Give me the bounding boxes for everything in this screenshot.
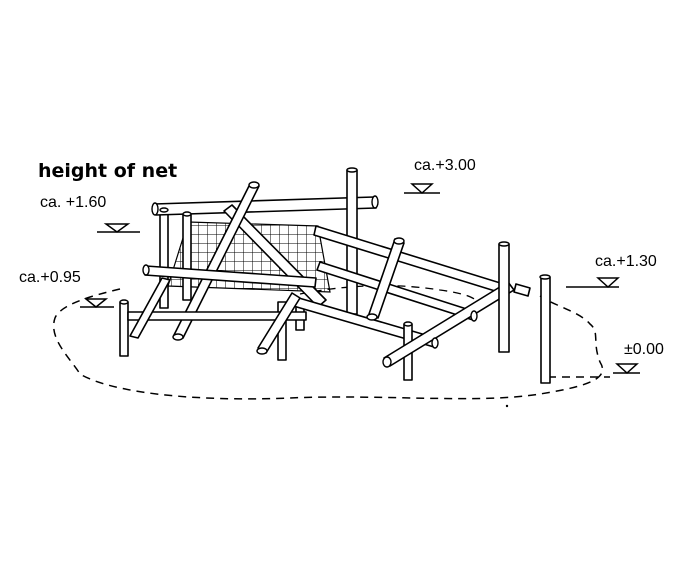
- level-marker-icon: [613, 363, 640, 375]
- height-of-net-heading: height of net: [38, 160, 178, 182]
- level-marker-icon: [97, 223, 140, 233]
- level-marker-icon: [404, 183, 440, 195]
- level-marker-icon: [566, 277, 620, 289]
- pole-end-caps: [119, 167, 551, 368]
- level-label-ca-160: ca. +1.60: [40, 194, 107, 211]
- level-label-ca-130: ca.+1.30: [595, 253, 657, 270]
- stray-dot: [505, 404, 509, 408]
- level-marker-icon: [80, 298, 114, 308]
- level-label-ca-300: ca.+3.00: [414, 157, 476, 174]
- ground-outline: [52, 288, 604, 400]
- ground-outline-inner: [299, 285, 479, 307]
- timber-poles: [119, 169, 551, 384]
- level-label-pm-000: ±0.00: [624, 341, 664, 358]
- level-label-ca-095: ca.+0.95: [19, 269, 81, 286]
